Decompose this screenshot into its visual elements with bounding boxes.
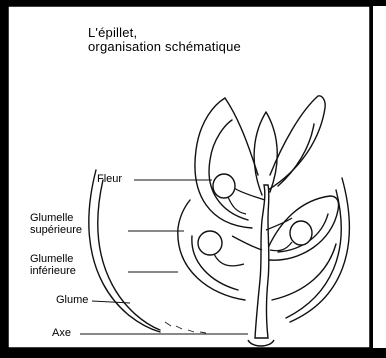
glume-left-inner <box>98 180 160 330</box>
glume-shading <box>165 322 230 334</box>
axis-base <box>248 340 274 346</box>
label-glumelle-inf-line2: inférieure <box>30 265 76 277</box>
filament-lower-left <box>214 254 244 266</box>
label-fleur: Fleur <box>97 173 122 185</box>
flower-lower-left <box>198 231 222 255</box>
flower-upper-left <box>213 174 235 198</box>
label-axe: Axe <box>52 327 71 339</box>
frame-left <box>0 0 8 358</box>
palea-upper-right <box>278 124 314 186</box>
label-glumelle-sup-line1: Glumelle <box>30 212 73 224</box>
rachis-axis <box>255 185 269 338</box>
top-floret <box>254 112 277 195</box>
frame-top <box>0 0 386 6</box>
palea-upper-left <box>209 120 248 220</box>
title-line-1: L'épillet, <box>88 26 241 40</box>
diagram-title: L'épillet, organisation schématique <box>88 26 241 54</box>
branch-left <box>232 236 262 250</box>
filament-upper-left <box>228 197 246 214</box>
lemma-upper-left <box>195 98 252 228</box>
frame-bottom <box>0 348 386 358</box>
title-line-2: organisation schématique <box>88 40 241 54</box>
flower-right <box>290 221 312 245</box>
label-glume: Glume <box>56 294 88 306</box>
label-glumelle-sup-line2: supérieure <box>30 224 82 236</box>
lemma-upper-left-back <box>225 98 258 175</box>
filament-right <box>270 242 292 251</box>
glume-right <box>290 178 349 322</box>
label-glumelle-inf-line1: Glumelle <box>30 253 73 265</box>
